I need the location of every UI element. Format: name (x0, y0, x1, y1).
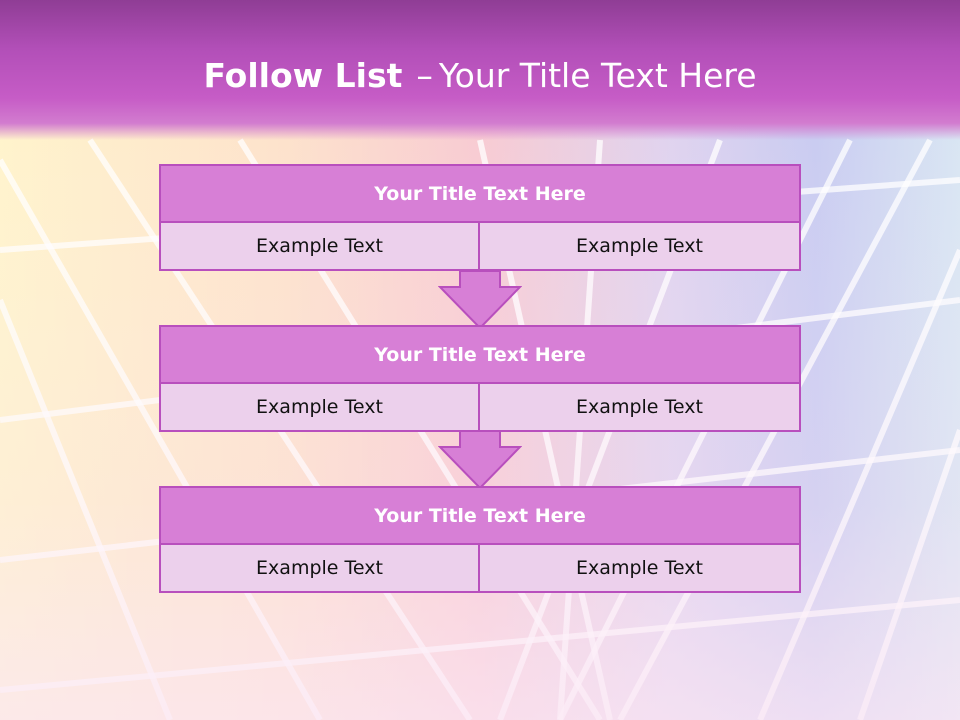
slide-title-separator: – (416, 56, 433, 95)
list-block-2: Your Title Text Here Example Text Exampl… (159, 325, 801, 432)
down-arrow-icon (438, 271, 522, 329)
header-band (0, 0, 960, 140)
block-title: Your Title Text Here (161, 488, 799, 545)
slide-title-bold: Follow List (203, 56, 403, 95)
block-cell-left: Example Text (161, 384, 480, 430)
block-cell-right: Example Text (576, 235, 703, 257)
down-arrow-icon (438, 431, 522, 489)
slide-title: Follow List–Your Title Text Here (0, 52, 960, 100)
list-block-3: Your Title Text Here Example Text Exampl… (159, 486, 801, 593)
block-cell-right: Example Text (576, 396, 703, 418)
block-cell-left: Example Text (161, 223, 480, 269)
list-block-1: Your Title Text Here Example Text Exampl… (159, 164, 801, 271)
block-title: Your Title Text Here (161, 166, 799, 223)
slide-title-rest: Your Title Text Here (438, 56, 757, 95)
block-cell-left: Example Text (161, 545, 480, 591)
block-title: Your Title Text Here (161, 327, 799, 384)
block-cell-right: Example Text (576, 557, 703, 579)
